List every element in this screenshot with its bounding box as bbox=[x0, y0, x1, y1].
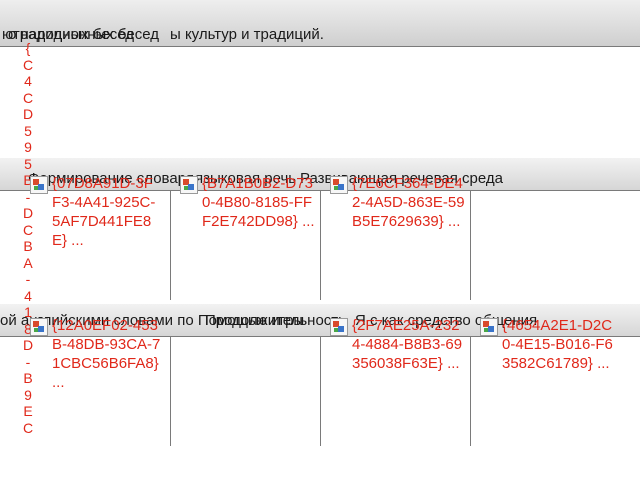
guid-char: D bbox=[22, 205, 34, 221]
broken-image-icon bbox=[30, 176, 48, 194]
guid-char: C bbox=[22, 89, 34, 106]
section-heading: Продолжительность bbox=[205, 312, 346, 329]
broken-image: {4654A2E1-D2C0-4E15-B016-F63582C61789} .… bbox=[480, 316, 620, 373]
guid-char: B bbox=[23, 172, 33, 188]
header-text: ютрадиционных бесед bbox=[2, 26, 159, 43]
section-band-1 bbox=[0, 158, 640, 190]
header-text: ы культур и традиций. bbox=[170, 26, 324, 43]
broken-image: {12A0EF02-453B-48DB-93CA-71CBC56B6FA8} .… bbox=[30, 316, 162, 392]
broken-image-guid: {7E6CF364-DE42-4A5D-863E-59B5E7629639} .… bbox=[352, 175, 465, 230]
cell-divider bbox=[170, 190, 171, 300]
cell-divider bbox=[170, 336, 171, 446]
header-band bbox=[0, 0, 640, 46]
cell-divider bbox=[320, 190, 321, 300]
guid-char: 1 bbox=[24, 304, 32, 320]
guid-char: 8 bbox=[24, 320, 32, 337]
guid-char: - bbox=[25, 353, 31, 370]
broken-image-icon bbox=[330, 176, 348, 194]
section-heading: Формирование словаря bbox=[28, 170, 194, 187]
guid-char: 9 bbox=[24, 139, 32, 155]
section-band-2 bbox=[0, 304, 640, 336]
guid-char: 5 bbox=[24, 122, 32, 139]
guid-char: B bbox=[23, 238, 33, 254]
guid-char: D bbox=[22, 337, 34, 353]
broken-image-icon bbox=[330, 318, 348, 336]
broken-image-icon bbox=[180, 176, 198, 194]
guid-char: A bbox=[23, 254, 33, 271]
divider bbox=[0, 46, 640, 47]
broken-image-icon bbox=[30, 318, 48, 336]
guid-char: B bbox=[23, 370, 33, 386]
cell-divider bbox=[320, 336, 321, 446]
broken-image-guid: {B7A1B0B2-D730-4B80-8185-FFF2E742DD98} .… bbox=[202, 175, 315, 230]
broken-image: {2F7AE25A-2324-4884-B8B3-69356038F63E} .… bbox=[330, 316, 465, 373]
broken-image-guid: {12A0EF02-453B-48DB-93CA-71CBC56B6FA8} .… bbox=[52, 317, 161, 391]
guid-char: 9 bbox=[24, 386, 32, 403]
broken-image-guid: {2F7AE25A-2324-4884-B8B3-69356038F63E} .… bbox=[352, 317, 463, 372]
broken-image-guid: {4654A2E1-D2C0-4E15-B016-F63582C61789} .… bbox=[502, 317, 613, 372]
cell-divider bbox=[470, 190, 471, 300]
guid-char: E bbox=[23, 403, 33, 419]
section-heading: языковая речь bbox=[195, 170, 297, 187]
guid-char: C bbox=[22, 221, 34, 238]
guid-char: C bbox=[22, 419, 34, 436]
broken-image: {7E6CF364-DE42-4A5D-863E-59B5E7629639} .… bbox=[330, 174, 465, 231]
guid-char: D bbox=[22, 106, 34, 122]
broken-image: {07D8A91D-3FF3-4A41-925C-5AF7D441FE8E} .… bbox=[30, 174, 162, 250]
broken-image: {B7A1B0B2-D730-4B80-8185-FFF2E742DD98} .… bbox=[180, 174, 316, 231]
guid-char: { bbox=[25, 40, 31, 56]
guid-char: - bbox=[25, 188, 31, 205]
guid-char: 4 bbox=[24, 287, 32, 304]
guid-char: - bbox=[25, 271, 31, 287]
broken-image-icon bbox=[480, 318, 498, 336]
guid-char: C bbox=[22, 56, 34, 73]
broken-image-guid: {07D8A91D-3FF3-4A41-925C-5AF7D441FE8E} .… bbox=[52, 175, 156, 249]
cell-divider bbox=[470, 336, 471, 446]
section-heading: Развивающая речевая среда bbox=[300, 170, 503, 187]
guid-char: 5 bbox=[24, 155, 32, 172]
section-heading: ой английскими словами по Помощью игры bbox=[0, 312, 305, 329]
guid-char: 4 bbox=[24, 73, 32, 89]
header-text: о народных бесед bbox=[8, 26, 135, 43]
